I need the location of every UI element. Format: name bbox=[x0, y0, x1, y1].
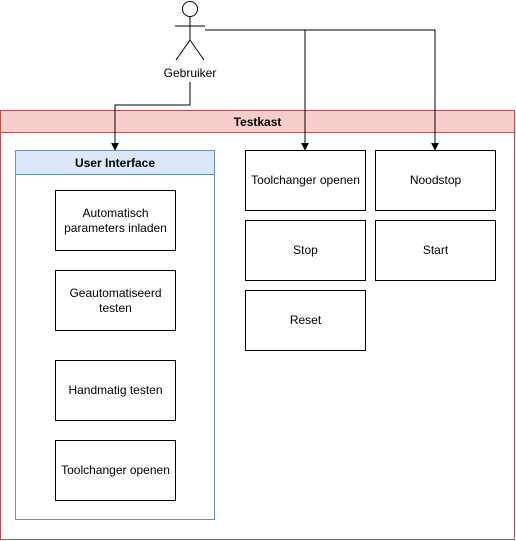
manual-testing-box: Handmatig testen bbox=[55, 360, 176, 421]
ui-toolchanger-box: Toolchanger openen bbox=[55, 440, 176, 501]
actor-label: Gebruiker bbox=[163, 66, 217, 80]
toolchanger-open-box: Toolchanger openen bbox=[245, 150, 366, 211]
edge-actor-to-noodstop bbox=[205, 29, 439, 151]
stop-box: Stop bbox=[245, 220, 366, 281]
start-box: Start bbox=[375, 220, 496, 281]
testkast-title: Testkast bbox=[0, 110, 515, 133]
edge-actor-to-ui bbox=[111, 82, 191, 151]
automated-testing-box: Geautomatiseerd testen bbox=[55, 270, 176, 331]
actor-icon bbox=[175, 1, 205, 61]
automatic-parameters-box: Automatisch parameters inladen bbox=[55, 190, 176, 251]
reset-box: Reset bbox=[245, 290, 366, 351]
noodstop-box: Noodstop bbox=[375, 150, 496, 211]
